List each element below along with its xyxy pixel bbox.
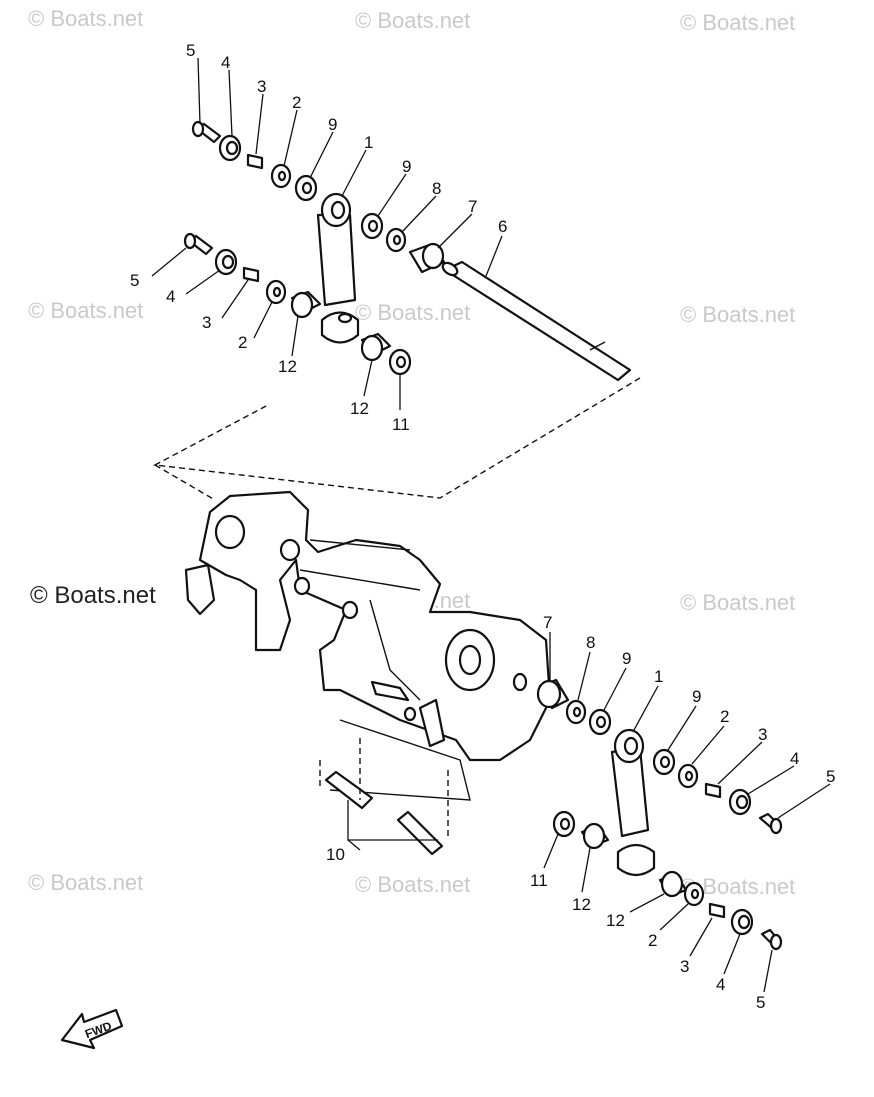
watermark: © Boats.net bbox=[28, 298, 144, 323]
collar-part-3 bbox=[246, 153, 264, 170]
callout-label: 4 bbox=[716, 975, 725, 994]
bushing-part-9 bbox=[588, 708, 612, 736]
bushing-part-12 bbox=[658, 870, 688, 898]
collar-part-7 bbox=[408, 242, 446, 274]
washer-part-2 bbox=[265, 279, 287, 305]
bolt-part-5 bbox=[191, 120, 222, 144]
leader-lines-upper bbox=[151, 57, 503, 410]
watermark: © Boats.net bbox=[355, 8, 471, 33]
washer-part-2 bbox=[683, 881, 705, 907]
bolt-part-5 bbox=[760, 928, 783, 951]
callout-label: 9 bbox=[692, 687, 701, 706]
watermark: © Boats.net bbox=[355, 872, 471, 897]
washer-part-8 bbox=[565, 699, 587, 725]
callout-label: 12 bbox=[350, 399, 369, 418]
washer-part-2 bbox=[270, 163, 292, 189]
fwd-arrow-icon: FWD bbox=[60, 1008, 124, 1050]
bolt-part-5 bbox=[183, 232, 214, 256]
shaft-part-6 bbox=[441, 260, 632, 382]
watermark: © Boats.net bbox=[680, 10, 796, 35]
leader-lines-part-10 bbox=[347, 800, 438, 851]
callout-label: 3 bbox=[257, 77, 266, 96]
collar-part-7 bbox=[536, 678, 570, 710]
callout-label: 4 bbox=[790, 749, 799, 768]
bushing-part-12 bbox=[360, 332, 392, 362]
watermark: © Boats.net bbox=[680, 302, 796, 327]
callout-label: 4 bbox=[166, 287, 175, 306]
watermark: © Boats.net bbox=[28, 870, 144, 895]
callout-label: 1 bbox=[654, 667, 663, 686]
callout-label: 11 bbox=[392, 415, 410, 434]
leader-lines-lower bbox=[543, 632, 831, 993]
callout-label: 2 bbox=[238, 333, 247, 352]
washer-part-11 bbox=[552, 810, 576, 838]
bolt-part-5 bbox=[758, 812, 783, 835]
pin-guide bbox=[319, 738, 449, 838]
callout-label: 12 bbox=[606, 911, 625, 930]
damper-part-1-upper bbox=[316, 192, 360, 344]
callout-label: 7 bbox=[468, 197, 477, 216]
bushing-part-9 bbox=[360, 212, 384, 240]
washer-part-2 bbox=[677, 763, 699, 789]
callout-label: 12 bbox=[278, 357, 297, 376]
collar-part-3 bbox=[242, 266, 260, 283]
watermark: © Boats.net bbox=[680, 590, 796, 615]
callout-label: 11 bbox=[530, 871, 548, 890]
pin-part-10 bbox=[324, 770, 444, 856]
callout-label: 5 bbox=[130, 271, 139, 290]
collar-part-3 bbox=[708, 902, 726, 919]
collar-part-3 bbox=[704, 782, 722, 799]
callout-label: 5 bbox=[826, 767, 835, 786]
washer-part-11 bbox=[388, 348, 412, 376]
callout-label: 9 bbox=[622, 649, 631, 668]
callout-label: 9 bbox=[328, 115, 337, 134]
callout-label: 3 bbox=[202, 313, 211, 332]
washer-part-4 bbox=[214, 248, 238, 276]
assembly-outline bbox=[152, 377, 641, 501]
callout-label: 9 bbox=[402, 157, 411, 176]
callout-label: 3 bbox=[758, 725, 767, 744]
washer-part-8 bbox=[385, 227, 407, 253]
callout-label: 2 bbox=[720, 707, 729, 726]
callout-label: 2 bbox=[292, 93, 301, 112]
callout-label: 10 bbox=[326, 845, 345, 864]
callout-label: 5 bbox=[186, 41, 195, 60]
bracket-assembly bbox=[184, 490, 552, 801]
bushing-part-9 bbox=[652, 748, 676, 776]
callout-label: 7 bbox=[543, 613, 552, 632]
washer-part-4 bbox=[730, 908, 754, 936]
washer-part-4 bbox=[728, 788, 752, 816]
callout-label: 12 bbox=[572, 895, 591, 914]
watermark: © Boats.net bbox=[28, 6, 144, 31]
bushing-part-12 bbox=[290, 290, 322, 319]
washer-part-4 bbox=[218, 134, 242, 162]
callout-label: 3 bbox=[680, 957, 689, 976]
bushing-part-9 bbox=[294, 174, 318, 202]
watermark: © Boats.net bbox=[30, 582, 156, 609]
callout-label: 2 bbox=[648, 931, 657, 950]
bushing-part-12 bbox=[580, 822, 610, 850]
damper-part-1-lower bbox=[610, 728, 656, 877]
callout-label: 8 bbox=[586, 633, 595, 652]
callout-label: 1 bbox=[364, 133, 373, 152]
callout-label: 5 bbox=[756, 993, 765, 1012]
callout-label: 4 bbox=[221, 53, 230, 72]
callout-label: 6 bbox=[498, 217, 507, 236]
watermark: © Boats.net bbox=[355, 300, 471, 325]
callout-label: 8 bbox=[432, 179, 441, 198]
